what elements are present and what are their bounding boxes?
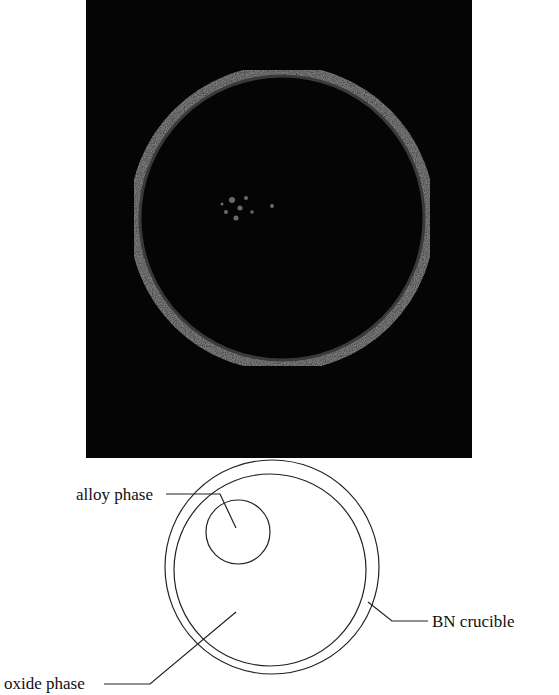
- leader-line: [368, 602, 428, 621]
- crucible-inner-edge: [140, 76, 424, 360]
- part-label: alloy phase: [76, 486, 153, 503]
- photo-background: [86, 0, 472, 458]
- leader-line: [104, 612, 236, 684]
- alloy-specks: [221, 196, 275, 221]
- leader-line: [166, 494, 236, 528]
- part-label: oxide phase: [4, 675, 85, 692]
- crucible-outer-circle: [165, 460, 379, 674]
- oxide-circle: [174, 474, 366, 666]
- alloy-circle: [206, 500, 270, 564]
- part-label: BN crucible: [432, 613, 515, 630]
- crucible-ring: [134, 70, 430, 366]
